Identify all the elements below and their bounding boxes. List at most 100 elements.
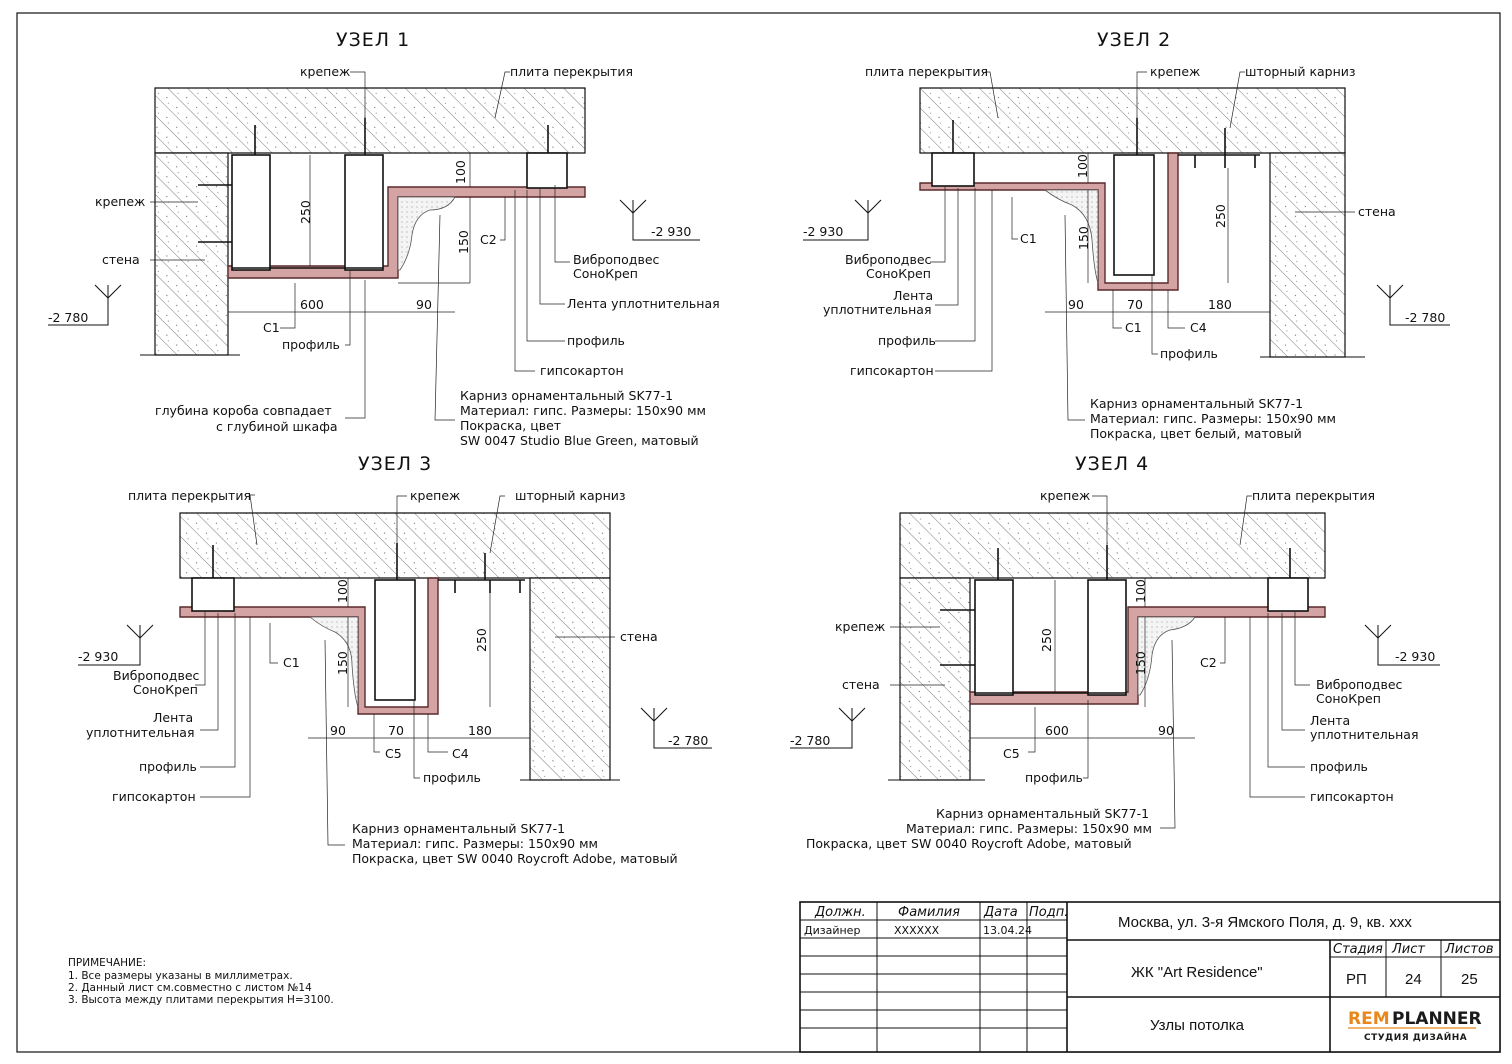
- drawing-stroke: [1011, 197, 1018, 240]
- drawing-stroke: [1267, 613, 1305, 768]
- node-3-title: УЗЕЛ 3: [358, 453, 432, 475]
- drawing-label: 70: [1127, 297, 1143, 312]
- sheet-frame: [16, 12, 1501, 1053]
- drawing-label: глубина короба совпадает: [155, 403, 332, 418]
- drawing-label: плита перекрытия: [865, 64, 988, 79]
- drawing-stroke: [930, 186, 946, 263]
- drawing-label: гипсокартон: [540, 363, 624, 378]
- drawing-label: 600: [300, 297, 324, 312]
- drawing-stroke: [374, 579, 416, 701]
- drawing-label: профиль: [1160, 346, 1218, 361]
- drawing-label: 70: [388, 723, 404, 738]
- drawing-label: -2 780: [790, 733, 830, 748]
- drawing-stroke: [1113, 154, 1155, 276]
- drawing-label: 24: [1405, 971, 1422, 988]
- drawing-label: Карниз орнаментальный SK77-1: [1090, 396, 1303, 411]
- drawing-label: 150: [456, 230, 471, 254]
- drawing-stroke: [1364, 624, 1392, 639]
- drawing-label: гипсокартон: [1310, 789, 1394, 804]
- drawing-label: С1: [1125, 320, 1142, 335]
- drawing-label: 150: [335, 651, 350, 675]
- drawing-label: -2 780: [1405, 310, 1445, 325]
- drawing-label: REM: [1348, 1009, 1390, 1029]
- drawing-stroke: [919, 152, 1179, 291]
- note-2: 2. Данный лист см.совместно с листом №14: [68, 982, 312, 994]
- drawing-label: СТУДИЯ ДИЗАЙНА: [1364, 1031, 1467, 1043]
- node-4-title: УЗЕЛ 4: [1075, 453, 1149, 475]
- drawing-stroke: [526, 190, 565, 342]
- drawing-label: крепеж: [1040, 488, 1090, 503]
- drawing-label: 90: [1068, 297, 1084, 312]
- drawing-label: 25: [1461, 971, 1478, 988]
- node-2-title: УЗЕЛ 2: [1097, 29, 1171, 51]
- drawing-label: Виброподвес: [845, 252, 932, 267]
- drawing-label: Покраска, цвет: [460, 418, 561, 433]
- notes: ПРИМЕЧАНИЕ: 1. Все размеры указаны в мил…: [68, 957, 334, 1006]
- project-name: ЖК "Art Residence": [1131, 964, 1263, 981]
- drawing-label: стена: [102, 252, 140, 267]
- drawing-stroke: [899, 577, 971, 781]
- drawing-label: СоноКреп: [866, 266, 931, 281]
- drawing-label: 150: [1133, 651, 1148, 675]
- drawing-stroke: [1294, 611, 1310, 686]
- drawing-stroke: [1112, 290, 1122, 329]
- drawing-label: Должн.: [814, 905, 866, 920]
- drawing-stroke: [1269, 152, 1346, 358]
- drawing-stroke: [249, 494, 258, 546]
- drawing-label: Дизайнер: [804, 924, 860, 937]
- drawing-stroke: [1092, 495, 1108, 545]
- drawing-stroke: [1281, 613, 1305, 731]
- drawing-stroke: [899, 512, 1326, 579]
- drawing-label: Покраска, цвет белый, матовый: [1090, 426, 1302, 441]
- drawing-stroke: [1136, 71, 1147, 118]
- drawing-stroke: [838, 707, 866, 722]
- drawing-stroke: [935, 188, 976, 342]
- drawing-label: шторный карниз: [1245, 64, 1356, 79]
- drawing-stroke: [345, 280, 366, 419]
- drawing-stroke: [1083, 700, 1089, 779]
- drawing-stroke: [1249, 617, 1305, 798]
- drawing-stroke: [514, 190, 535, 372]
- wall: [154, 152, 229, 356]
- drawing-label: Виброподвес: [1316, 677, 1403, 692]
- drawing-stroke: [619, 199, 647, 214]
- drawing-label: плита перекрытия: [1252, 488, 1375, 503]
- drawing-label: С1: [263, 320, 280, 335]
- drawing-stroke: [529, 577, 611, 781]
- drawing-label: 600: [1045, 723, 1069, 738]
- drawing-label: профиль: [1025, 770, 1083, 785]
- drawing-label: Дата: [983, 905, 1018, 920]
- drawing-label: Покраска, цвет SW 0040 Roycroft Adobe, м…: [806, 836, 1132, 851]
- drawing-label: -2 930: [803, 224, 843, 239]
- drawing-stroke: [200, 613, 236, 768]
- drawing-stroke: [324, 639, 345, 846]
- drawing-stroke: [350, 71, 366, 118]
- node-2: УЗЕЛ 2 100 150 250 90 70 180 -2 930 -2 7…: [803, 29, 1450, 441]
- node-1: УЗЕЛ 1 250 100 150 600 90: [48, 29, 720, 448]
- drawing-stroke: [413, 700, 420, 779]
- drawing-label: СоноКреп: [573, 266, 638, 281]
- drawing-label: Лента: [893, 288, 933, 303]
- drawing-label: 180: [468, 723, 492, 738]
- drawing-label: 100: [1075, 154, 1090, 178]
- drawing-label: 90: [1158, 723, 1174, 738]
- drawing-stroke: [1267, 577, 1309, 612]
- drawing-label: -2 930: [78, 649, 118, 664]
- drawing-stroke: [1043, 189, 1099, 284]
- drawing-stroke: [1160, 639, 1176, 829]
- drawing-label: стена: [620, 629, 658, 644]
- drawing-label: стена: [842, 677, 880, 692]
- node-1-title: УЗЕЛ 1: [336, 29, 410, 51]
- drawing-stroke: [1376, 284, 1404, 299]
- slab: [154, 87, 586, 154]
- drawing-label: Материал: гипс. Размеры: 150х90 мм: [460, 403, 706, 418]
- note-1: 1. Все размеры указаны в миллиметрах.: [68, 970, 293, 982]
- drawing-label: шторный карниз: [515, 488, 626, 503]
- drawing-stroke: [1151, 275, 1158, 355]
- drawing-label: профиль: [1310, 759, 1368, 774]
- drawing-stroke: [94, 284, 122, 299]
- drawing-label: Виброподвес: [113, 668, 200, 683]
- drawing-label: уплотнительная: [86, 725, 194, 740]
- drawing-stroke: [427, 714, 448, 753]
